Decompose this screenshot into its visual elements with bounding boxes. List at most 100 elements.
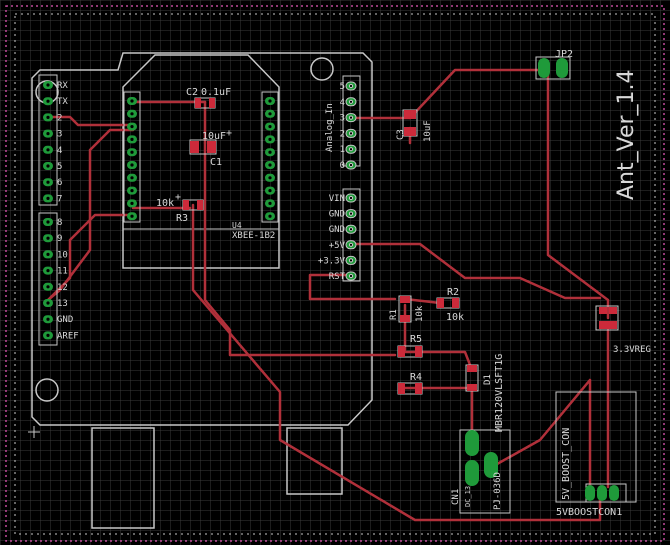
board-dimension-outline [5,5,665,542]
left-pin-label: 5 [57,162,62,172]
power-pin-drill [348,242,354,247]
r5-ref: R5 [410,334,422,345]
xbee-right-pins [265,97,275,221]
left-pin-label: AREF [57,331,79,341]
xbee-right-pin-drill [268,214,272,218]
left-pin-6-drill [46,180,50,184]
left-pin-11-drill [46,269,50,273]
left-pin-7-drill [46,196,50,200]
left-pin-label: 7 [57,194,62,204]
left-pin-label: 13 [57,299,68,309]
left-pin-4-drill [46,148,50,152]
analog-pin-label: 3 [340,114,345,124]
xbee-left-pin-drill [130,137,134,141]
left-pin-GND-drill [46,317,50,321]
analog-pin-5-drill [348,83,354,89]
left-pin-9-drill [46,236,50,240]
xbee-right-pin-drill [268,125,272,129]
left-pin-label: 3 [57,130,62,140]
left-pin-12-drill [46,285,50,289]
left-pin-RX-drill [46,83,50,87]
left-pin-3-drill [46,132,50,136]
c1-value: 10uF [202,131,226,142]
left-pin-label: 11 [57,267,68,277]
r1-value: 10k [415,305,425,322]
origin-cross [28,426,40,438]
analog-pin-0-drill [348,162,354,168]
left-pin-TX-drill [46,99,50,103]
power-pin-drill [348,258,354,263]
power-pin-label: +5V [329,241,346,251]
power-pin-label: GND [329,225,345,235]
analog-pin-label: 0 [340,161,345,171]
xbee-right-pin-drill [268,189,272,193]
c2-value: 0.1uF [201,87,231,98]
r3-plus: + [175,192,181,203]
analog-pin-label: 4 [340,98,345,108]
traces [46,68,610,522]
left-pin-label: 8 [57,218,62,228]
xbee-left-pin-drill [130,163,134,167]
xbee-left-pin-drill [130,150,134,154]
r3-ref: R3 [176,213,188,224]
analog-pin-4-drill [348,99,354,104]
analog-pin-3-drill [348,115,354,120]
cn1-footprint [459,429,511,514]
xbee-left-pin-drill [130,189,134,193]
board-inner-outline [14,13,656,535]
power-pin-drill [348,211,354,216]
smd-parts [182,97,619,395]
analog-pin-1-drill [348,147,354,152]
mounting-hole-top-right [310,57,334,81]
board-version-title: Ant_Ver_1.4 [614,69,639,200]
xbee-outline [122,54,280,269]
xbee-left-pin-drill [130,99,134,103]
r2-ref: R2 [447,287,459,298]
power-pin-label: RST [329,272,346,282]
left-pin-8-drill [46,220,50,224]
power-pin-drill [348,195,354,201]
c2-ref: C2 [186,87,198,98]
d1-part: MBR120VLSFT1G [494,354,505,432]
cn1-small-label: DC_13 [464,486,472,507]
left-pin-AREF-drill [46,333,50,337]
mounting-hole-bottom-left [35,378,59,402]
xbee-label: XBEE-1B2 [232,231,275,241]
left-header-top [43,81,53,203]
xbee-left-pin-drill [130,125,134,129]
power-pin-label: VIN [329,194,345,204]
xbee-right-pin-drill [268,112,272,116]
xbee-right-pin-drill [268,201,272,205]
left-pin-5-drill [46,164,50,168]
left-pin-label: RX [57,81,68,91]
boost-connector-ref: 5VBOOSTCON1 [556,507,622,518]
left-pin-2-drill [46,115,50,119]
left-pin-label: 10 [57,250,68,260]
jp2-footprint [535,56,571,80]
analog-in-header-label: Analog_In [325,103,335,152]
left-pin-label: GND [57,315,73,325]
left-pin-label: 4 [57,146,62,156]
c3-value: 10uF [423,120,433,142]
analog-pin-2-drill [348,131,354,136]
boost-connector-label: 5V_BOOST_CON [561,428,572,500]
r4-ref: R4 [410,372,422,383]
xbee-right-pin-drill [268,150,272,154]
left-pin-10-drill [46,252,50,256]
r3-value: 10k [156,198,174,209]
c1-ref: C1 [210,157,222,168]
d1-ref: D1 [483,374,493,385]
xbee-left-pins [127,97,137,221]
power-pin-drill [348,227,354,232]
regulator-label: 3.3VREG [613,345,651,355]
xbee-left-pin-drill [130,176,134,180]
r1-ref: R1 [389,309,399,320]
left-pin-label: 9 [57,234,62,244]
left-pin-label: 12 [57,283,68,293]
right-header-frames [342,75,361,282]
cn1-part: PJ-036D [493,472,503,510]
arduino-shield-outline [31,52,373,426]
analog-pin-label: 2 [340,129,345,139]
left-pin-13-drill [46,301,50,305]
power-pin-label: GND [329,210,345,220]
